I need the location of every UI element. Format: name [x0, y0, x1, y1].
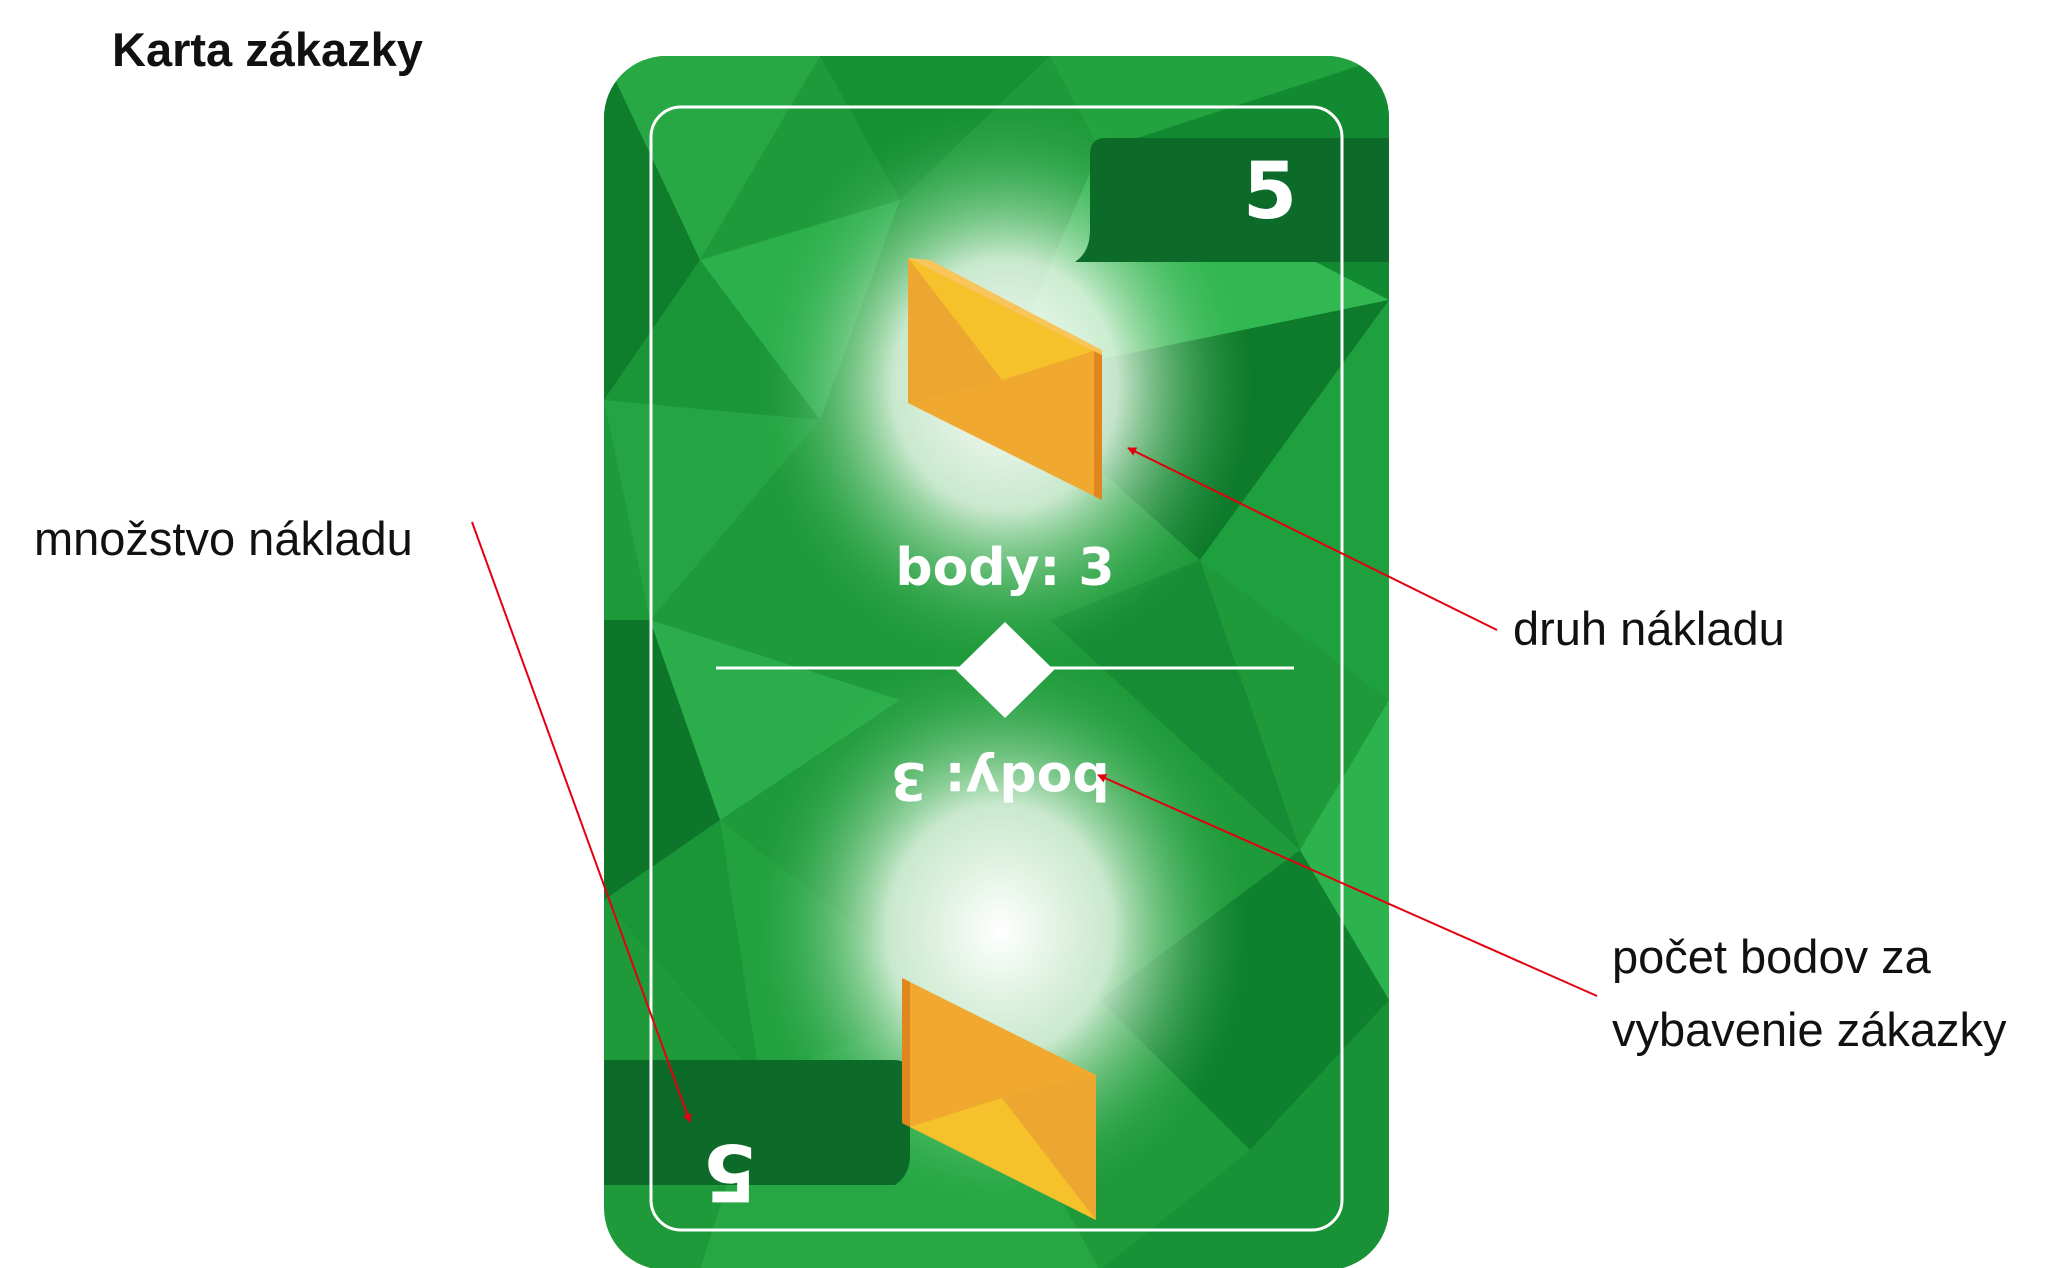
envelope-icon-bottom — [902, 978, 1096, 1220]
points-text-top: body: 3 — [895, 538, 1114, 598]
cargo-type-label: druh nákladu — [1513, 602, 1785, 655]
card-inner-frame — [649, 105, 1344, 1232]
arrow-points — [1097, 774, 1598, 997]
diagram-title: Karta zákazky — [112, 23, 423, 76]
arrow-cargo-type — [1127, 447, 1498, 631]
envelope-icon — [908, 258, 1102, 500]
points-label-line2: vybavenie zákazky — [1612, 1002, 2007, 1056]
points-label: počet bodov za vybavenie zákazky — [1612, 928, 2006, 1060]
bottom-left-corner-tab — [604, 1060, 910, 1185]
quantity-label: množstvo nákladu — [34, 512, 413, 565]
top-right-corner-tab — [1075, 138, 1389, 262]
points-label-line1: počet bodov za — [1612, 930, 1931, 983]
divider-diamond — [956, 622, 1054, 718]
points-text-bottom: body: 3 — [890, 750, 1109, 810]
bottom-corner-number: 5 — [703, 1126, 757, 1216]
top-corner-number: 5 — [1243, 147, 1297, 237]
arrow-quantity — [471, 521, 692, 1123]
